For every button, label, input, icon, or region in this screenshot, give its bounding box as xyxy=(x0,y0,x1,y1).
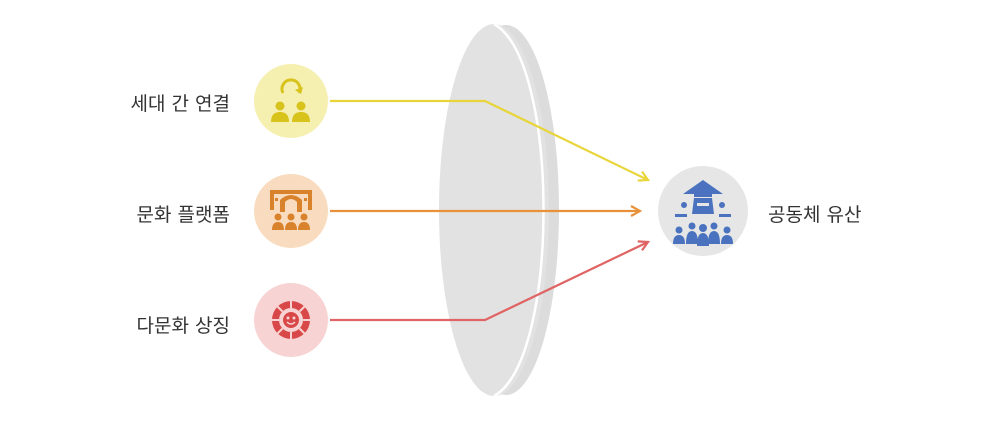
label-generation-connection: 세대 간 연결 xyxy=(130,93,230,115)
label-community-heritage: 공동체 유산 xyxy=(768,204,862,226)
node-community-heritage xyxy=(658,166,748,256)
culture-platform-icon xyxy=(270,190,312,230)
node-generation-connection xyxy=(254,64,328,138)
connector-generation xyxy=(330,99,648,180)
community-heritage-icon xyxy=(673,180,733,246)
connector-multicultural xyxy=(330,242,648,322)
label-culture-platform: 문화 플랫폼 xyxy=(136,204,230,226)
node-multicultural-symbol xyxy=(254,283,328,357)
label-multicultural-symbol: 다문화 상징 xyxy=(136,315,230,337)
multicultural-symbol-icon xyxy=(272,301,310,339)
node-culture-platform xyxy=(254,174,328,248)
generation-connection-icon xyxy=(271,78,310,122)
